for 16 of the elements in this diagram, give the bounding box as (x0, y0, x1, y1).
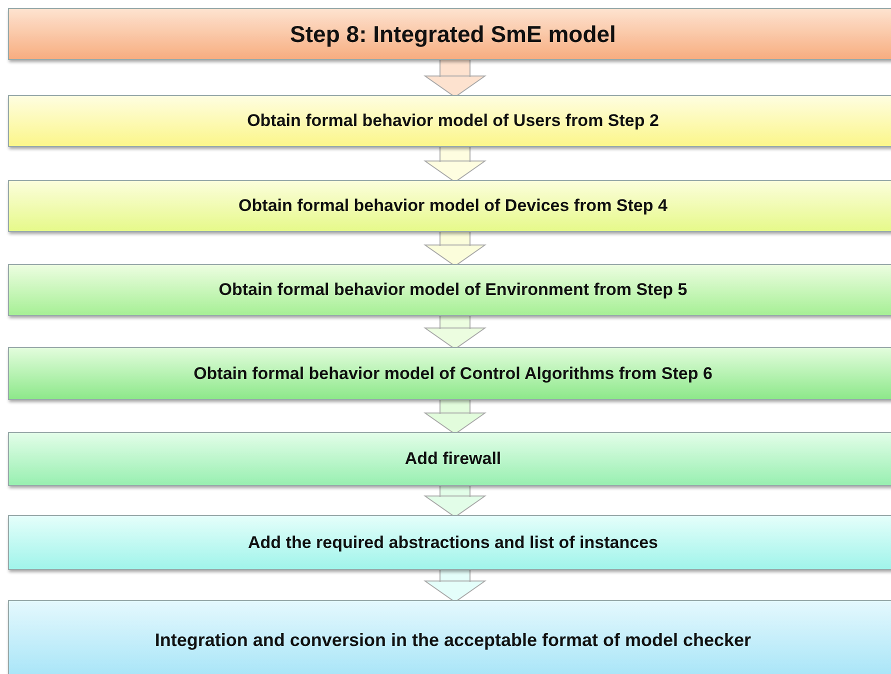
process-box (8, 180, 891, 232)
step-text: Obtain formal behavior model of Environment from Step 5 (218, 280, 688, 300)
step-text: Obtain formal behavior model of Users from Step 2 (247, 111, 659, 131)
step-text: Add the required abstractions and list of instances (248, 532, 658, 552)
step-text: Integration and conversion in the acceptable format of model checker (154, 630, 752, 650)
step-text: Obtain formal behavior model of Devices from Step 4 (238, 196, 668, 216)
process-box (8, 95, 891, 147)
process-box (8, 515, 891, 570)
process-box (8, 432, 891, 486)
process-box (8, 600, 891, 674)
step-text: Obtain formal behavior model of Control Algorithms from Step 6 (194, 364, 712, 384)
title-text: Step 8: Integrated SmE model (290, 20, 616, 48)
process-box (8, 264, 891, 316)
process-box (8, 347, 891, 400)
step-text: Add firewall (404, 449, 502, 469)
process-box (8, 8, 891, 60)
